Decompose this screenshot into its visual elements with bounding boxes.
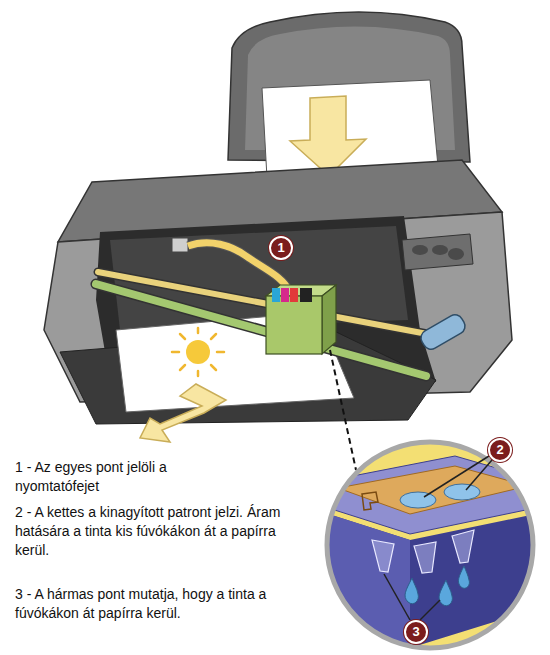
print-head [322,285,336,354]
rail-knob [418,312,468,352]
callout-leaders [384,574,410,620]
callout-number: 1 [269,236,293,260]
carriage-rails [96,284,426,376]
output-paper [186,340,210,364]
button-panel [432,245,448,255]
carriage-rails [96,284,426,376]
output-paper [211,365,216,370]
print-head [281,288,289,302]
input-arrow [290,96,366,176]
callout-number-text: 3 [412,625,419,639]
output-paper [211,334,216,339]
output-paper [180,334,185,339]
print-head [272,288,280,302]
callout-leaders [424,456,489,497]
print-head [290,288,298,302]
output-arrow [140,384,226,442]
magnified-cartridge [372,530,474,573]
button-panel [402,234,473,270]
output-paper [197,371,200,376]
print-head [266,285,336,354]
button-panel [412,245,428,255]
zoom-leader [330,350,356,470]
callout-leaders [384,456,492,620]
callout-number: 3 [404,620,428,644]
carriage-rails [96,272,438,376]
output-paper [217,351,224,354]
input-arrow [290,96,366,176]
button-panel [402,234,473,270]
print-head [266,296,322,354]
magnified-cartridge [362,492,378,510]
callout-number: 2 [488,438,512,462]
caption-note: 1 - Az egyes pont jelöli a nyomtatófejet [15,458,240,496]
zoom-leader [330,350,356,470]
magnified-cartridge [400,492,436,508]
button-panel [448,248,464,260]
magnified-cartridge [414,542,436,573]
magnified-cartridge [444,484,480,500]
magnified-cartridge [405,566,469,606]
caption-note: 2 - A kettes a kinagyított patront jelzi… [15,503,307,560]
magnified-cartridge [322,512,545,648]
magnified-cartridge [452,530,474,563]
printer-body [110,226,408,330]
output-paper [172,351,179,354]
magnified-cartridge [372,540,394,572]
magnified-cartridge [439,580,452,606]
rail-knob [418,312,468,352]
output-paper [180,365,185,370]
magnified-cartridge [338,466,528,514]
ribbon-cable [172,238,188,252]
callout-number-text: 2 [496,443,503,457]
print-head [300,288,312,302]
magnified-cartridge [327,442,533,648]
output-arrow [140,384,226,442]
caption-note: 3 - A hármas pont mutatja, hogy a tinta … [15,585,293,623]
magnified-cartridge [322,442,545,648]
magnified-cartridge [458,566,469,588]
output-paper [172,328,224,376]
callout-leaders [420,600,440,620]
magnified-cartridge [405,578,418,604]
output-paper [197,328,200,333]
callout-leaders [466,460,492,490]
callout-number-text: 1 [277,241,284,255]
